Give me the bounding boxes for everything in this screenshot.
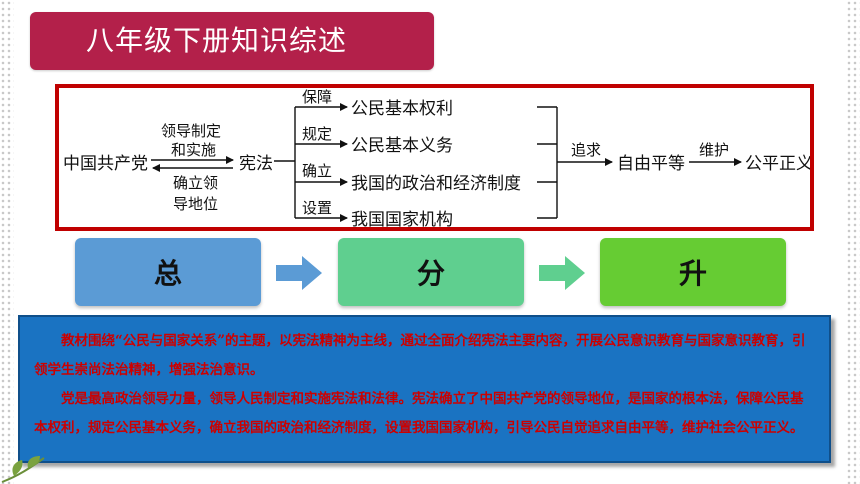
branch-verb-1: 保障 — [302, 88, 332, 106]
node-freedom-equality: 自由平等 — [617, 154, 685, 174]
label-pursue: 追求 — [571, 141, 601, 159]
branch-item-rights: 公民基本权利 — [351, 99, 453, 119]
phase-elevation-label: 升 — [678, 257, 707, 290]
phase-elevation-box: 升 — [600, 238, 786, 306]
branch-verb-3: 确立 — [302, 162, 332, 180]
phase-breakdown-box: 分 — [338, 238, 524, 306]
node-constitution: 宪法 — [239, 154, 273, 174]
phase-breakdown-label: 分 — [416, 257, 445, 290]
page-title: 八年级下册知识综述 — [86, 24, 348, 57]
left-dot-stripe — [0, 0, 14, 484]
title-banner: 八年级下册知识综述 — [30, 12, 434, 70]
label-establish-leadership-2: 导地位 — [173, 195, 218, 213]
node-cpc: 中国共产党 — [63, 154, 148, 174]
summary-box: 教材围绕“公民与国家关系”的主题，以宪法精神为主线，通过全面介绍宪法主要内容，开… — [18, 315, 831, 463]
concept-diagram-svg: 中国共产党 领导制定 和实施 确立领 导地位 宪法 保障 规定 确立 设置 公民… — [63, 88, 810, 227]
label-lead-formulate-2: 和实施 — [171, 141, 216, 159]
branch-item-systems: 我国的政治和经济制度 — [351, 174, 521, 194]
branch-item-duties: 公民基本义务 — [351, 136, 453, 156]
right-arrow-icon-2 — [539, 256, 585, 290]
node-fairness-justice: 公平正义 — [745, 154, 810, 174]
concept-diagram: 中国共产党 领导制定 和实施 确立领 导地位 宪法 保障 规定 确立 设置 公民… — [55, 84, 814, 231]
phase-overview-label: 总 — [153, 257, 182, 290]
branch-item-organs: 我国国家机构 — [351, 210, 453, 227]
label-maintain: 维护 — [699, 141, 729, 159]
right-dot-stripe — [846, 0, 860, 484]
label-establish-leadership-1: 确立领 — [173, 174, 218, 192]
phase-overview-box: 总 — [75, 238, 261, 306]
decorative-leaf-icon — [1, 456, 45, 483]
branch-verb-2: 规定 — [302, 125, 332, 143]
branch-verb-4: 设置 — [302, 199, 332, 217]
summary-paragraph-1: 教材围绕“公民与国家关系”的主题，以宪法精神为主线，通过全面介绍宪法主要内容，开… — [34, 333, 806, 378]
summary-paragraph-2: 党是最高政治领导力量，领导人民制定和实施宪法和法律。宪法确立了中国共产党的领导地… — [34, 391, 804, 436]
right-arrow-icon-1 — [276, 256, 322, 290]
label-lead-formulate-1: 领导制定 — [161, 122, 221, 140]
